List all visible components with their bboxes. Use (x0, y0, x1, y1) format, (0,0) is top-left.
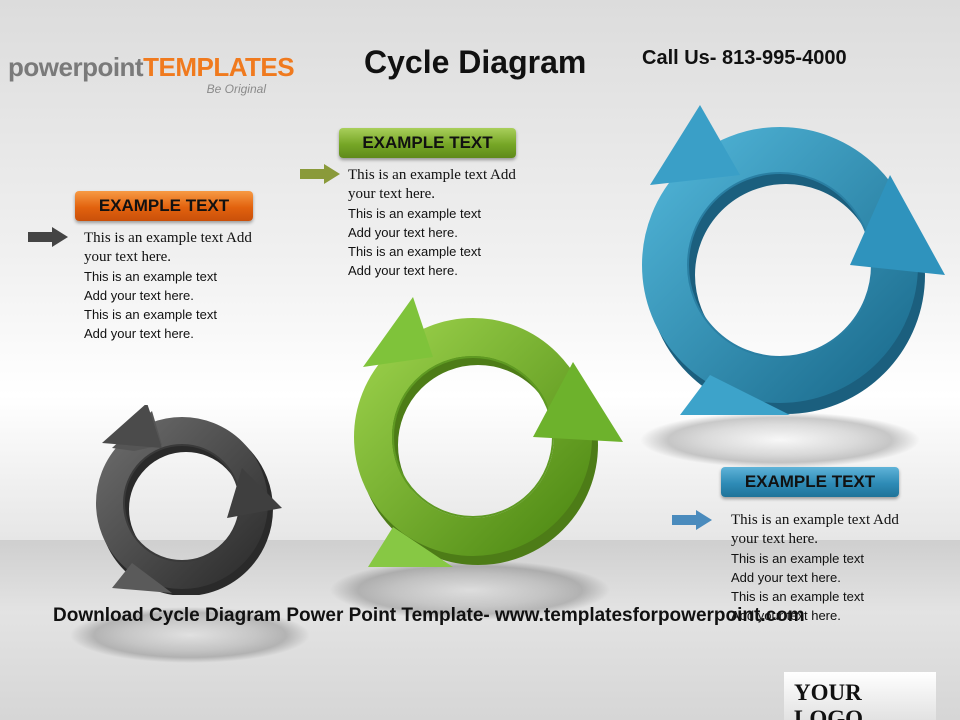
gray-cycle-icon (96, 405, 282, 595)
arrow-right-icon (28, 227, 68, 247)
text-block-3-intro: This is an example text Add your text he… (731, 512, 899, 547)
brand-tagline: Be Original (206, 82, 266, 96)
text-block-1-line: Add your text here. (84, 326, 194, 341)
brand-logo-text: powerpointTEMPLATES (8, 52, 295, 83)
text-block-3: This is an example text Add your text he… (731, 511, 901, 625)
gray-cycle-shadow (70, 607, 310, 663)
arrow-right-icon (672, 510, 712, 530)
text-block-1-line: This is an example text (84, 269, 217, 284)
your-logo-text: YOUR LOGO (794, 680, 864, 720)
text-block-1-intro: This is an example text Add your text he… (84, 230, 252, 265)
blue-cycle-icon (642, 105, 945, 415)
download-footer: Download Cycle Diagram Power Point Templ… (53, 605, 805, 626)
arrow-right-icon (300, 164, 340, 184)
example-label-blue: EXAMPLE TEXT (721, 467, 899, 497)
text-block-2-line: Add your text here. (348, 225, 458, 240)
example-label-green: EXAMPLE TEXT (339, 128, 516, 158)
text-block-3-line: Add your text here. (731, 608, 841, 623)
example-label-green-text: EXAMPLE TEXT (362, 133, 493, 152)
example-label-orange: EXAMPLE TEXT (75, 191, 253, 221)
text-block-3-line: This is an example text (731, 589, 864, 604)
text-block-1-line: This is an example text (84, 307, 217, 322)
brand-logo-part2: TEMPLATES (143, 52, 295, 82)
blue-cycle-shadow (640, 412, 920, 468)
example-label-blue-text: EXAMPLE TEXT (744, 472, 876, 491)
slide-title: Cycle Diagram (364, 44, 587, 80)
phone-number: Call Us- 813-995-4000 (642, 47, 847, 69)
example-label-orange-text: EXAMPLE TEXT (98, 196, 230, 215)
text-block-2-line: Add your text here. (348, 263, 458, 278)
text-block-2-line: This is an example text (348, 244, 481, 259)
text-block-1-line: Add your text here. (84, 288, 194, 303)
text-block-3-line: Add your text here. (731, 570, 841, 585)
brand-logo: powerpointTEMPLATES Be Original (8, 52, 295, 102)
brand-logo-part1: powerpoint (8, 52, 144, 82)
text-block-3-line: This is an example text (731, 551, 864, 566)
text-block-2: This is an example text Add your text he… (348, 166, 518, 280)
green-cycle-icon (354, 297, 623, 567)
text-block-2-line: This is an example text (348, 206, 481, 221)
your-logo-placeholder: YOUR LOGO (784, 672, 936, 720)
green-cycle-shadow (330, 560, 610, 620)
text-block-2-intro: This is an example text Add your text he… (348, 167, 516, 202)
text-block-1: This is an example text Add your text he… (84, 229, 254, 343)
